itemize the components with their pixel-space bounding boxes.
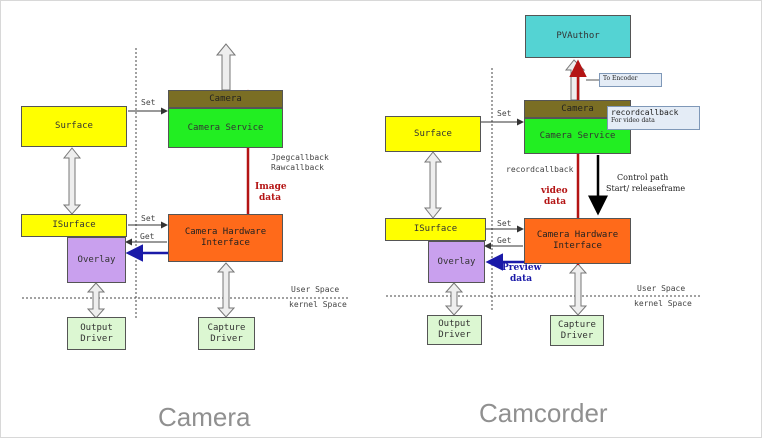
jpegcallback-label: Jpegcallback	[271, 153, 329, 162]
camera-hardware-interface-box-right: Camera Hardware Interface	[524, 218, 631, 264]
get-label-right: Get	[497, 236, 512, 245]
hw-capture-double-arrow	[216, 262, 236, 318]
output-label-line1: Output	[80, 322, 113, 333]
overlay-output-double-arrow	[86, 282, 106, 319]
surface-box-right: Surface	[385, 116, 481, 152]
surface-label-right: Surface	[414, 128, 452, 139]
capture-driver-box: Capture Driver	[198, 317, 255, 350]
isurface-box-right: ISurface	[385, 218, 486, 241]
capture-label-line1-right: Capture	[558, 319, 596, 330]
preview-data-label-2: data	[510, 274, 533, 284]
camera-title: Camera	[158, 402, 251, 432]
capture-label-line2-right: Driver	[560, 330, 594, 341]
overlay-box-right: Overlay	[428, 241, 485, 283]
video-data-label-2: data	[544, 197, 567, 207]
rawcallback-label: Rawcallback	[271, 163, 324, 172]
camera-pvauthor-arrow	[564, 59, 586, 101]
image-data-label-1: Image	[255, 182, 287, 192]
recordcallback-callout-title: recordcallback	[611, 108, 679, 117]
hw-capture-double-arrow-right	[568, 263, 588, 316]
image-data-label-2: data	[259, 193, 282, 203]
output-driver-box: Output Driver	[67, 317, 126, 350]
camera-service-box: Camera Service	[168, 108, 283, 148]
capture-label-line1: Capture	[207, 322, 246, 333]
surface-box: Surface	[21, 106, 127, 147]
control-path-label-1: Control path	[617, 173, 669, 182]
recordcallback-label: recordcallback	[506, 165, 574, 174]
set-label-top-right: Set	[497, 109, 512, 118]
surface-isurface-double-arrow	[62, 147, 82, 215]
output-label-line2: Driver	[80, 333, 113, 344]
overlay-label: Overlay	[77, 254, 116, 265]
capture-label-line2: Driver	[210, 333, 243, 344]
overlay-output-double-arrow-right	[444, 282, 464, 316]
recordcallback-callout-sub: For video data	[611, 117, 655, 124]
kernel-space-label: kernel Space	[289, 300, 347, 309]
hw-label-line1-right: Camera Hardware	[536, 230, 619, 240]
set-label-top: Set	[141, 98, 156, 107]
camera-service-label: Camera Service	[187, 122, 264, 133]
isurface-label: ISurface	[52, 220, 96, 230]
pvauthor-box: PVAuthor	[525, 15, 631, 58]
control-path-label-2: Start/ releaseframe	[606, 184, 686, 193]
set-label-mid: Set	[141, 214, 156, 223]
overlay-label-right: Overlay	[437, 256, 476, 267]
preview-data-label-1: Preview	[502, 263, 542, 273]
camera-service-label-right: Camera Service	[539, 130, 616, 141]
surface-isurface-double-arrow-right	[423, 151, 443, 219]
hw-label-line2: Interface	[201, 238, 250, 248]
output-label-line1-right: Output	[438, 319, 471, 329]
video-data-label-1: video	[541, 186, 568, 196]
camera-up-arrow	[215, 43, 237, 91]
surface-label: Surface	[55, 121, 93, 131]
camcorder-title: Camcorder	[479, 398, 608, 428]
output-driver-box-right: Output Driver	[427, 315, 482, 345]
hw-label-line2-right: Interface	[553, 241, 602, 251]
user-space-label: User Space	[291, 285, 340, 294]
to-encoder-text: To Encoder	[603, 75, 638, 82]
to-encoder-callout: To Encoder	[599, 73, 662, 87]
get-label: Get	[140, 232, 155, 241]
user-space-label-right: User Space	[637, 284, 686, 293]
pvauthor-label: PVAuthor	[556, 31, 600, 41]
camera-label-right: Camera	[561, 103, 594, 114]
output-label-line2-right: Driver	[438, 330, 471, 340]
camera-box: Camera	[168, 90, 283, 108]
overlay-box: Overlay	[67, 237, 126, 283]
kernel-space-label-right: kernel Space	[634, 299, 692, 308]
capture-driver-box-right: Capture Driver	[550, 315, 604, 346]
isurface-box: ISurface	[21, 214, 127, 237]
recordcallback-callout: recordcallback For video data	[607, 106, 700, 130]
set-label-mid-right: Set	[497, 219, 512, 228]
camera-hardware-interface-box: Camera Hardware Interface	[168, 214, 283, 262]
camera-label: Camera	[209, 93, 242, 104]
isurface-label-right: ISurface	[413, 224, 458, 234]
hw-label-line1: Camera Hardware	[184, 227, 267, 237]
